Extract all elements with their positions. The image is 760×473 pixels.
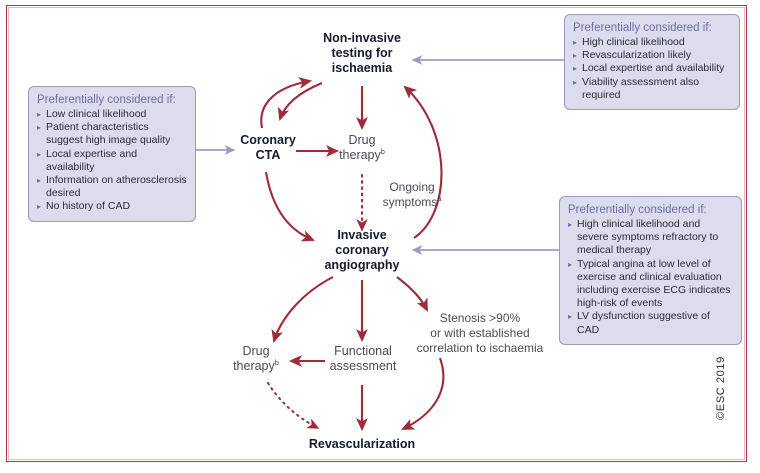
condition-list: ▸ High clinical likelihood ▸ Revasculariza… xyxy=(573,36,731,102)
bullet-icon: ▸ xyxy=(573,64,578,74)
copyright-label: ©ESC 2019 xyxy=(715,356,727,420)
condition-item-text: High clinical likelihood xyxy=(582,36,685,48)
label-line-text: symptoms xyxy=(382,195,438,209)
bullet-icon: ▸ xyxy=(573,77,578,87)
condition-item: ▸ No history of CAD xyxy=(37,200,187,213)
node-line: angiography xyxy=(324,258,400,272)
node-drug-therapy-bottom: Drug therapyb xyxy=(219,344,293,374)
condition-list: ▸ High clinical likelihood and severe sym… xyxy=(568,218,733,337)
label-line: symptomsa xyxy=(362,195,462,210)
condition-list: ▸ Low clinical likelihood ▸ Patient charac… xyxy=(37,108,187,214)
bullet-icon: ▸ xyxy=(37,149,42,159)
label-line: Stenosis >90% xyxy=(439,311,521,325)
label-line: Ongoing xyxy=(389,180,435,194)
node-invasive-coronary-angiography: Invasive coronary angiography xyxy=(306,228,418,273)
condition-item-text: No history of CAD xyxy=(46,200,131,213)
condition-item: ▸ Local expertise and availability xyxy=(37,148,187,174)
node-line: testing for xyxy=(331,46,393,60)
node-line-text: therapy xyxy=(339,148,381,162)
condition-item: ▸ Local expertise and availability xyxy=(573,62,731,75)
bullet-icon: ▸ xyxy=(37,202,42,212)
node-line: Functional xyxy=(334,344,392,358)
condition-item-text: Viability assessment also required xyxy=(582,75,700,101)
node-line: therapyb xyxy=(322,148,402,163)
condition-box-invasive-angiography: Preferentially considered if: ▸ High clin… xyxy=(559,196,742,345)
condition-item: ▸ High clinical likelihood and severe sym… xyxy=(568,218,733,258)
arrow-stenosis-to-revascularization xyxy=(401,357,445,430)
bullet-icon: ▸ xyxy=(573,51,578,61)
condition-item-text: Local expertise and availability xyxy=(46,147,138,173)
condition-box-coronary-cta: Preferentially considered if: ▸ Low clini… xyxy=(28,86,196,222)
node-line: Invasive xyxy=(337,228,387,242)
arrow-angiography-to-drug-bottom xyxy=(271,276,334,344)
node-line: coronary xyxy=(335,243,389,257)
node-line: assessment xyxy=(329,359,397,373)
bullet-icon: ▸ xyxy=(37,123,42,133)
node-line: Coronary xyxy=(240,133,296,147)
bullet-icon: ▸ xyxy=(568,259,573,269)
condition-item: ▸ High clinical likelihood xyxy=(573,36,731,49)
condition-item-text: Local expertise and availability xyxy=(582,62,725,75)
node-line: CTA xyxy=(255,148,281,162)
bullet-icon: ▸ xyxy=(568,312,573,322)
node-drug-therapy-top: Drug therapyb xyxy=(322,133,402,163)
condition-item-text: High clinical likelihood and severe symp… xyxy=(577,218,719,257)
label-line: or with established xyxy=(430,326,530,340)
condition-item: ▸ Low clinical likelihood xyxy=(37,108,187,121)
condition-item-text: Revascularization likely xyxy=(582,49,692,62)
bullet-icon: ▸ xyxy=(568,220,573,229)
footnote-marker: b xyxy=(380,146,385,156)
node-line-text: therapy xyxy=(233,359,275,373)
label-line: correlation to ischaemia xyxy=(416,341,544,355)
arrow-symptoms-to-noninvasive xyxy=(403,85,443,239)
condition-item: ▸ Viability assessment also required xyxy=(573,76,731,102)
condition-box-non-invasive-testing: Preferentially considered if: ▸ High clin… xyxy=(564,14,740,111)
bullet-icon: ▸ xyxy=(37,176,42,186)
condition-item: ▸ Patient characteristics suggest high im… xyxy=(37,121,187,147)
arrow-angiography-to-stenosis xyxy=(396,276,428,312)
condition-item: ▸ LV dysfunction suggestive of CAD xyxy=(568,310,733,336)
condition-item-text: Patient characteristics suggest high ima… xyxy=(46,121,171,147)
node-line: Drug xyxy=(242,344,270,358)
node-non-invasive-testing: Non-invasive testing for ischaemia xyxy=(302,31,422,76)
node-coronary-cta: Coronary CTA xyxy=(225,133,311,163)
footnote-marker: a xyxy=(437,194,442,203)
condition-item-text: Typical angina at low level of exercise … xyxy=(577,257,731,310)
condition-box-title: Preferentially considered if: xyxy=(37,94,176,106)
arrow-cta-to-noninvasive xyxy=(260,77,313,129)
condition-item-text: Low clinical likelihood xyxy=(46,108,147,120)
bullet-icon: ▸ xyxy=(37,110,42,119)
node-line: therapyb xyxy=(219,359,293,374)
condition-item-text: LV dysfunction suggestive of CAD xyxy=(577,310,710,336)
condition-item: ▸ Typical angina at low level of exercise… xyxy=(568,258,733,311)
condition-box-title: Preferentially considered if: xyxy=(568,204,707,216)
node-line: Revascularization xyxy=(308,437,416,451)
footnote-marker: b xyxy=(274,357,279,367)
condition-item: ▸ Information on atherosclerosis desired xyxy=(37,174,187,200)
node-revascularization: Revascularization xyxy=(292,437,432,452)
condition-item-text: Information on atherosclerosis desired xyxy=(46,174,187,200)
condition-item: ▸ Revascularization likely xyxy=(573,49,731,62)
label-ongoing-symptoms: Ongoing symptomsa xyxy=(362,180,462,210)
arrow-noninvasive-to-cta xyxy=(277,82,323,121)
node-line: Non-invasive xyxy=(323,31,401,45)
arrow-drug-bottom-to-revascularization-dotted xyxy=(267,382,320,429)
node-functional-assessment: Functional assessment xyxy=(322,344,404,374)
label-stenosis-criteria: Stenosis >90% or with established correl… xyxy=(407,311,553,356)
node-line: ischaemia xyxy=(331,61,393,75)
bullet-icon: ▸ xyxy=(573,38,578,47)
node-line: Drug xyxy=(348,133,376,147)
condition-box-title: Preferentially considered if: xyxy=(573,22,712,34)
